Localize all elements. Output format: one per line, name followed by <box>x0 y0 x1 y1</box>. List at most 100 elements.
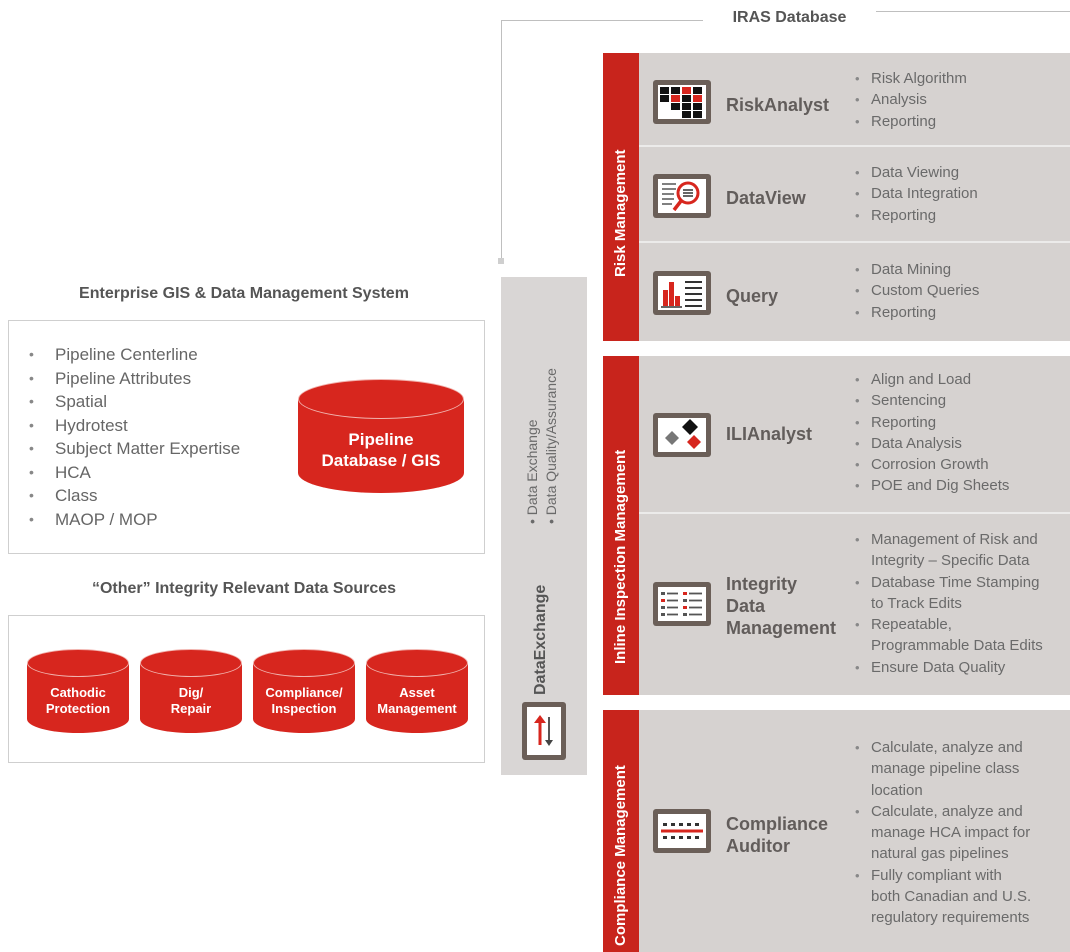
source-label-1: Cathodic <box>50 685 106 700</box>
integrity-features: Management of Risk and Integrity – Speci… <box>855 529 1043 678</box>
feature-item: Reporting <box>855 205 978 227</box>
tool-name-dataview: DataView <box>726 188 806 208</box>
feature-item-continued: Integrity – Specific Data <box>871 552 1030 570</box>
compliance-inspection-cylinder: Compliance/ Inspection <box>253 649 355 733</box>
connector-line-top-right <box>876 11 1070 12</box>
feature-item: Risk Algorithm <box>855 68 967 90</box>
feature-item: Database Time Stamping <box>855 572 1043 594</box>
feature-item: Custom Queries <box>855 280 979 302</box>
tool-name-line: Compliance <box>726 814 829 834</box>
grid-matrix-icon <box>653 80 711 124</box>
source-label-2: Protection <box>45 701 111 716</box>
compliance-auditor-features: Calculate, analyze and manage pipeline c… <box>855 737 1031 929</box>
feature-item: Management of Risk and <box>855 529 1043 551</box>
tool-name-line: Management <box>726 618 837 638</box>
feature-item-continued: location <box>871 781 923 799</box>
list-item: Hydrotest <box>29 414 240 438</box>
connector-line-vertical <box>501 20 502 262</box>
feature-item-continued: to Track Edits <box>871 594 962 612</box>
feature-item: Analysis <box>855 89 967 111</box>
tool-row-integrity-data-management: Integrity Data Management Management of … <box>639 514 1070 695</box>
list-item: Pipeline Attributes <box>29 367 240 391</box>
feature-item: POE and Dig Sheets <box>855 475 1009 497</box>
ilianalyst-features: Align and Load Sentencing Reporting Data… <box>855 369 1009 497</box>
dataexchange-bar: • Data Exchange • Data Quality/Assurance… <box>501 277 587 775</box>
feature-item: Calculate, analyze and <box>855 801 1031 823</box>
list-item: Pipeline Centerline <box>29 343 240 367</box>
other-sources-box: Cathodic Protection Dig/ Repair Complian… <box>8 615 485 763</box>
feature-item-continued: natural gas pipelines <box>871 845 1009 863</box>
inline-inspection-sidebar: Inline Inspection Management <box>603 356 639 695</box>
row-divider <box>639 241 1070 243</box>
pipeline-database-cylinder: Pipeline Database / GIS <box>298 379 464 493</box>
tool-row-dataview: DataView Data Viewing Data Integration R… <box>639 147 1070 241</box>
tool-name-line: Integrity <box>726 574 798 594</box>
query-features: Data Mining Custom Queries Reporting <box>855 259 979 323</box>
source-label-1: Compliance/ <box>265 685 343 700</box>
tool-name-line: Data <box>726 596 766 616</box>
tool-name-integrity-data-management: Integrity Data Management <box>726 573 836 639</box>
other-sources-title: “Other” Integrity Relevant Data Sources <box>91 580 397 597</box>
tool-name-riskanalyst: RiskAnalyst <box>726 95 830 115</box>
feature-item: Align and Load <box>855 369 1009 391</box>
feature-item: Sentencing <box>855 390 1009 412</box>
tool-name-line: Auditor <box>726 836 790 856</box>
feature-item: Data Analysis <box>855 433 1009 455</box>
feature-item-continued: regulatory requirements <box>871 909 1030 927</box>
magnifier-list-icon <box>653 174 711 218</box>
feature-item-continued: manage HCA impact for <box>871 824 1031 842</box>
enterprise-gis-title: Enterprise GIS & Data Management System <box>79 285 409 302</box>
feature-item: Reporting <box>855 302 979 324</box>
feature-item-continued: manage pipeline class <box>871 760 1020 778</box>
feature-item: Ensure Data Quality <box>855 657 1043 679</box>
tool-name-query: Query <box>726 286 779 306</box>
pipeline-db-label-2: Database / GIS <box>321 451 441 470</box>
list-item: Spatial <box>29 390 240 414</box>
dig-repair-cylinder: Dig/ Repair <box>140 649 242 733</box>
feature-item: Data Mining <box>855 259 979 281</box>
connector-line-top-left <box>501 20 703 21</box>
pipeline-line-icon <box>653 809 711 853</box>
tool-name-compliance-auditor: Compliance Auditor <box>726 813 828 857</box>
feature-item: Repeatable, <box>855 614 1043 636</box>
source-label-1: Asset <box>399 685 435 700</box>
list-item: MAOP / MOP <box>29 508 240 532</box>
enterprise-gis-box: Pipeline Centerline Pipeline Attributes … <box>8 320 485 554</box>
dataexchange-bullet-2: • Data Quality/Assurance <box>543 368 559 524</box>
list-item: Subject Matter Expertise <box>29 437 240 461</box>
feature-item: Fully compliant with <box>855 865 1031 887</box>
risk-management-sidebar: Risk Management <box>603 53 639 341</box>
tool-row-riskanalyst: RiskAnalyst Risk Algorithm Analysis Repo… <box>639 53 1070 145</box>
feature-item-continued: Programmable Data Edits <box>871 637 1043 655</box>
pipeline-db-label-1: Pipeline <box>348 430 414 449</box>
feature-item: Reporting <box>855 412 1009 434</box>
compliance-management-label: Compliance Management <box>612 765 629 946</box>
source-label-2: Management <box>377 701 457 716</box>
checklist-icon <box>653 582 711 626</box>
iras-database-title: IRAS Database <box>732 9 847 26</box>
row-divider <box>639 512 1070 514</box>
feature-item: Data Viewing <box>855 162 978 184</box>
feature-item: Data Integration <box>855 183 978 205</box>
source-label-2: Repair <box>170 701 212 716</box>
asset-management-cylinder: Asset Management <box>366 649 468 733</box>
risk-management-label: Risk Management <box>612 149 629 277</box>
feature-item: Reporting <box>855 111 967 133</box>
up-down-arrows-icon <box>522 702 566 760</box>
feature-item-continued: both Canadian and U.S. <box>871 888 1032 906</box>
tool-row-ilianalyst: ILIAnalyst Align and Load Sentencing Rep… <box>639 356 1070 512</box>
list-item: Class <box>29 484 240 508</box>
bar-chart-list-icon <box>653 271 711 315</box>
diamonds-icon <box>653 413 711 457</box>
feature-item: Calculate, analyze and <box>855 737 1031 759</box>
tool-row-query: Query Data Mining Custom Queries Reporti… <box>639 243 1070 341</box>
tool-row-compliance-auditor: Compliance Auditor Calculate, analyze an… <box>639 710 1070 952</box>
dataexchange-bullet-1: • Data Exchange <box>524 419 540 524</box>
riskanalyst-features: Risk Algorithm Analysis Reporting <box>855 68 967 132</box>
dataview-features: Data Viewing Data Integration Reporting <box>855 162 978 226</box>
row-divider <box>639 145 1070 147</box>
list-item: HCA <box>29 461 240 485</box>
inline-inspection-label: Inline Inspection Management <box>612 449 629 664</box>
feature-item: Corrosion Growth <box>855 454 1009 476</box>
enterprise-data-list: Pipeline Centerline Pipeline Attributes … <box>29 343 240 531</box>
